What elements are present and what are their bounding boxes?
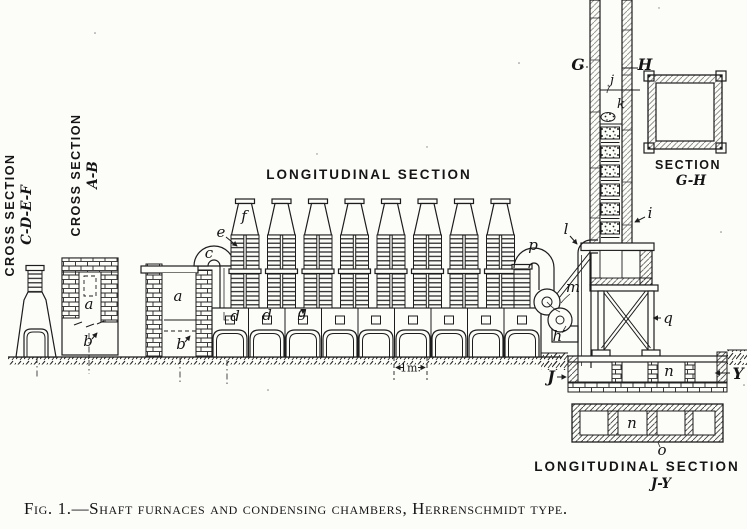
shaft-furnace-chimney bbox=[301, 198, 335, 309]
label-j: j bbox=[607, 73, 614, 88]
shaft-furnace-chimney bbox=[264, 198, 299, 309]
chimney-row bbox=[228, 198, 518, 309]
label-n-gallery: n bbox=[664, 362, 674, 380]
label-d-2: d bbox=[262, 306, 272, 324]
label-l: l bbox=[564, 220, 569, 238]
title-longitudinal-jy-ref: J-Y bbox=[648, 476, 673, 492]
centerlines bbox=[36, 357, 428, 386]
paper-specks bbox=[94, 7, 745, 391]
shaft-furnace-chimney bbox=[410, 198, 445, 309]
dimension-label: 1m. bbox=[400, 362, 421, 375]
condensing-tower bbox=[580, 0, 655, 286]
chamber-row bbox=[211, 307, 542, 358]
feed-furnace bbox=[140, 245, 235, 358]
label-b-cross-ab: b bbox=[83, 332, 93, 350]
cross-section-ab-drawing bbox=[61, 257, 119, 374]
label-H: H bbox=[637, 55, 654, 74]
title-longitudinal-section: LONGITUDINAL SECTION bbox=[266, 167, 472, 182]
trestle bbox=[589, 284, 661, 357]
dimension-1m: 1m. bbox=[395, 362, 426, 375]
title-section-gh: SECTION bbox=[655, 158, 721, 172]
label-f: f bbox=[240, 207, 249, 225]
label-m: m bbox=[566, 278, 580, 296]
title-section-gh-ref: G-H bbox=[676, 173, 707, 189]
leader-lines bbox=[91, 66, 730, 448]
label-d-1: d bbox=[230, 307, 240, 325]
title-cross-section-cdef: CROSS SECTION bbox=[3, 154, 17, 277]
figure-caption: Fig. 1.—Shaft furnaces and condensing ch… bbox=[24, 499, 568, 518]
part-labels: a b a b c d d e f g p m h′ l i j k q n n… bbox=[83, 55, 745, 459]
label-a-cross-ab: a bbox=[85, 295, 94, 313]
label-q: q bbox=[663, 309, 673, 327]
shaft-furnace-chimney bbox=[374, 198, 408, 309]
title-cross-section-ab-ref: A-B bbox=[85, 161, 101, 191]
label-n-plan: n bbox=[627, 414, 637, 432]
fan-m bbox=[533, 251, 594, 343]
title-cross-section-cdef-ref: C-D-E-F bbox=[19, 184, 35, 245]
label-p: p bbox=[528, 236, 538, 254]
label-h-prime: h′ bbox=[552, 327, 566, 345]
label-e: e bbox=[217, 223, 226, 241]
label-o: o bbox=[657, 441, 666, 459]
shaft-furnace-chimney bbox=[447, 198, 481, 309]
section-gh-frame bbox=[643, 70, 727, 154]
suction-pipe-p bbox=[511, 247, 555, 309]
label-g: g bbox=[297, 303, 307, 321]
title-cross-section-ab: CROSS SECTION bbox=[69, 114, 83, 237]
gallery-plan bbox=[571, 403, 724, 443]
shaft-furnace-chimney bbox=[483, 198, 518, 309]
label-G: G bbox=[571, 55, 584, 74]
label-Y: Y bbox=[732, 364, 745, 383]
label-i: i bbox=[648, 204, 653, 222]
shaft-furnace-chimney bbox=[337, 198, 372, 309]
downcomer-pipe-l bbox=[577, 239, 598, 368]
underground-gallery bbox=[567, 351, 728, 393]
cross-section-cdef-drawing bbox=[15, 264, 57, 358]
label-J: J bbox=[544, 367, 556, 386]
label-k: k bbox=[617, 97, 625, 112]
label-b-longitudinal: b bbox=[176, 335, 186, 353]
title-longitudinal-jy: LONGITUDINAL SECTION bbox=[534, 459, 740, 474]
packing-layers bbox=[600, 126, 620, 238]
section-titles: CROSS SECTION C-D-E-F CROSS SECTION A-B … bbox=[3, 114, 740, 493]
label-c: c bbox=[205, 244, 214, 262]
label-a-longitudinal: a bbox=[174, 287, 183, 305]
